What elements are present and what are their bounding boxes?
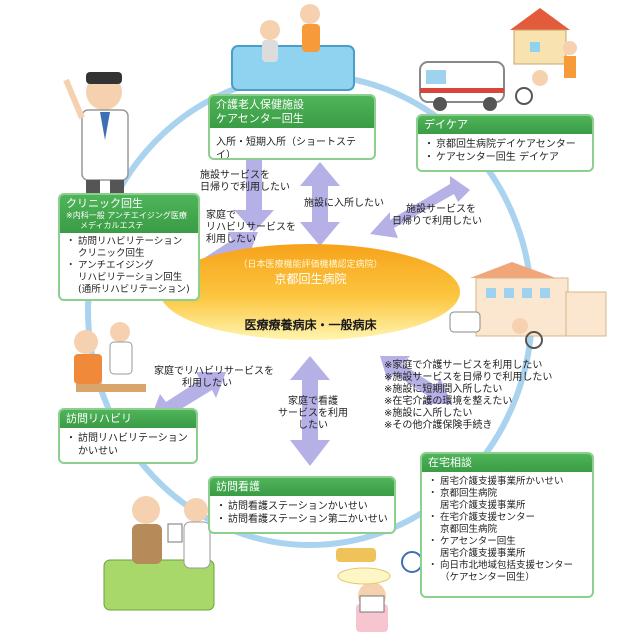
label-katei-reha2: 家庭でリハビリサービスを 利用したい [154, 366, 274, 390]
label-line: 施設に入所したい [304, 198, 384, 209]
box-clinic-item: 訪問リハビリテーション [66, 236, 192, 248]
label-line: 日帰りで利用したい [200, 182, 290, 193]
box-homon-kango-body: 訪問看護ステーションかいせい 訪問看護ステーション第二かいせい [210, 496, 394, 530]
box-zaitaku-item-cont: 居宅介護支援事業所 [440, 500, 526, 511]
center-bed-types: 医療療養病床・一般病床 [244, 318, 377, 332]
box-kaigo-body: 入所・短期入所（ショートステイ） [210, 128, 374, 160]
label-line: 家庭で看護 [288, 396, 338, 407]
box-clinic-sub1: ※内科一般 アンチエイジング医療 [66, 211, 187, 220]
box-zaitaku-item: 在宅介護支援センター [428, 512, 586, 524]
box-homon-reha[interactable]: 訪問リハビリ 訪問リハビリテーション かいせい [58, 408, 198, 464]
home-rehab-illustration [74, 322, 146, 392]
arrow-daycare-center [370, 176, 470, 238]
label-line: 日帰りで利用したい [392, 216, 482, 227]
box-homon-reha-item: 訪問リハビリテーション [66, 432, 190, 445]
box-zaitaku[interactable]: 在宅相談 居宅介護支援事業所かいせい 京都回生病院 居宅介護支援事業所 在宅介護… [420, 452, 594, 598]
box-zaitaku-item-cont: 居宅介護支援事業所 [440, 548, 526, 559]
label-line: ※その他介護保険手続き [384, 420, 493, 431]
box-homon-kango[interactable]: 訪問看護 訪問看護ステーションかいせい 訪問看護ステーション第二かいせい [208, 476, 396, 534]
arrow-kaigo-center-left [234, 150, 274, 232]
box-clinic-sub2: メディカルエステ [80, 221, 144, 230]
box-zaitaku-body: 居宅介護支援事業所かいせい 京都回生病院 居宅介護支援事業所 在宅介護支援センタ… [422, 472, 592, 588]
bath-care-illustration [231, 4, 355, 91]
label-katei-kango: 家庭で看護 サービスを利用 したい [278, 396, 348, 432]
label-line: ※在宅介護の環境を整えたい [384, 396, 513, 407]
box-homon-kango-header: 訪問看護 [210, 478, 394, 496]
label-nyusho: 施設に入所したい [304, 198, 384, 210]
box-clinic-title: クリニック回生 [66, 197, 143, 210]
box-kaigo-title-line1: 介護老人保健施設 [216, 98, 304, 111]
box-daycare-body: 京都回生病院デイケアセンター ケアセンター回生 デイケア [418, 134, 592, 168]
label-line: 施設サービスを [406, 204, 476, 215]
label-line: サービスを利用 [278, 408, 348, 419]
box-homon-kango-item: 訪問看護ステーションかいせい [216, 500, 388, 513]
arrow-kaigo-center-middle [300, 162, 340, 246]
box-clinic-body: 訪問リハビリテーション クリニック回生 アンチエイジング リハビリテーション回生… [60, 233, 198, 299]
label-line: ※家庭で介護サービスを利用したい [384, 360, 543, 371]
center-accreditation: （日本医療機能評価機構認定病院） [238, 260, 383, 270]
arrow-center-zaitaku [380, 356, 452, 404]
center-hospital-ellipse [160, 244, 460, 340]
box-clinic-header: クリニック回生 ※内科一般 アンチエイジング医療 メディカルエステ [60, 195, 198, 233]
box-zaitaku-item: 向日市北地域包括支援センター [428, 560, 586, 572]
label-line: 利用したい [182, 378, 232, 389]
box-kaigo-rojin[interactable]: 介護老人保健施設 ケアセンター回生 入所・短期入所（ショートステイ） [208, 94, 376, 160]
box-zaitaku-item: 京都回生病院 [428, 488, 586, 500]
box-kaigo-title-line2: ケアセンター回生 [216, 112, 304, 125]
label-daycare: 施設サービスを 日帰りで利用したい [392, 204, 482, 228]
label-line: リハビリサービスを [206, 222, 296, 233]
box-homon-kango-item: 訪問看護ステーション第二かいせい [216, 513, 388, 526]
box-daycare-header: デイケア [418, 116, 592, 134]
label-line: 家庭でリハビリサービスを [154, 366, 274, 377]
center-hospital-name: 京都回生病院 [274, 272, 347, 286]
label-line: ※施設サービスを日帰りで利用したい [384, 372, 553, 383]
box-clinic[interactable]: クリニック回生 ※内科一般 アンチエイジング医療 メディカルエステ 訪問リハビリ… [58, 193, 200, 301]
label-shisetsu-higaeri: 施設サービスを 日帰りで利用したい [200, 170, 290, 194]
label-line: 利用したい [206, 234, 256, 245]
daycare-illustration [419, 8, 577, 111]
box-clinic-item: アンチエイジング [66, 260, 192, 272]
box-clinic-item-cont: リハビリテーション回生 [78, 272, 183, 283]
box-clinic-item-cont: (通所リハビリテーション) [78, 284, 190, 295]
box-homon-reha-header: 訪問リハビリ [60, 410, 196, 428]
arrow-center-homon-kango [290, 356, 330, 466]
home-nursing-illustration [103, 496, 215, 611]
box-homon-reha-body: 訪問リハビリテーション かいせい [60, 428, 196, 462]
label-zaitaku-needs: ※家庭で介護サービスを利用したい ※施設サービスを日帰りで利用したい ※施設に短… [384, 360, 552, 432]
hospital-building-illustration [449, 262, 607, 349]
box-clinic-item-cont: クリニック回生 [78, 248, 145, 259]
box-homon-reha-item-cont: かいせい [78, 446, 118, 457]
label-line: ※施設に短期間入所したい [384, 384, 503, 395]
box-zaitaku-header: 在宅相談 [422, 454, 592, 472]
label-line: ※施設に入所したい [384, 408, 473, 419]
box-kaigo-header: 介護老人保健施設 ケアセンター回生 [210, 96, 374, 128]
doctor-illustration [63, 72, 129, 194]
box-zaitaku-item-cont: （ケアセンター回生） [440, 572, 535, 583]
box-kaigo-item: 入所・短期入所（ショートステイ） [216, 137, 356, 160]
box-zaitaku-item: 居宅介護支援事業所かいせい [428, 476, 586, 488]
box-zaitaku-item: ケアセンター回生 [428, 536, 586, 548]
consultation-illustration [336, 548, 423, 632]
label-line: したい [298, 420, 328, 431]
label-katei-reha: 家庭で リハビリサービスを 利用したい [206, 210, 296, 246]
box-zaitaku-item-cont: 京都回生病院 [440, 524, 498, 535]
label-line: 施設サービスを [200, 170, 270, 181]
box-daycare-item: ケアセンター回生 デイケア [424, 151, 586, 164]
box-daycare-item: 京都回生病院デイケアセンター [424, 138, 586, 151]
box-daycare[interactable]: デイケア 京都回生病院デイケアセンター ケアセンター回生 デイケア [416, 114, 594, 172]
label-line: 家庭で [206, 210, 236, 221]
